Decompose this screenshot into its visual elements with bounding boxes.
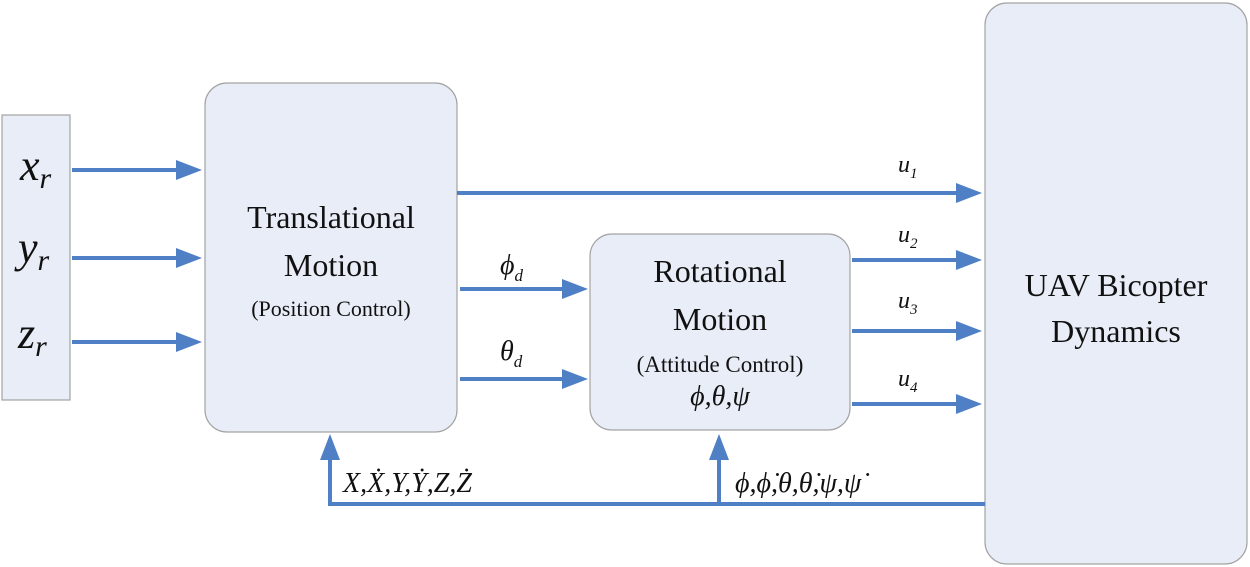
y-ref-arrow: [72, 248, 202, 268]
attitude-states-label: ϕ,θ,ψ: [690, 381, 750, 412]
translational-motion-label: Motion: [284, 247, 378, 283]
attitude-control-label: (Attitude Control): [637, 352, 804, 377]
z-ref-label: zr: [17, 309, 47, 363]
u3-label: u3: [898, 288, 918, 318]
u1-arrow: [457, 183, 982, 203]
translational-motion-block: [204, 82, 458, 433]
u4-label: u4: [898, 366, 918, 396]
theta-d-arrow: [460, 369, 588, 389]
attitude-feedback-label: ϕ,ϕ̇,θ,θ̇,ψ,ψ̇: [735, 468, 869, 499]
plant-dynamics-label: Dynamics: [1051, 313, 1181, 349]
u1-label: u1: [898, 152, 918, 182]
uav-bicopter-dynamics-block: [984, 2, 1248, 565]
u2-label: u2: [898, 222, 918, 252]
x-ref-arrow: [72, 160, 202, 180]
rotational-motion-block: [589, 233, 851, 431]
position-control-label: (Position Control): [251, 296, 411, 321]
reference-input-block: [1, 114, 71, 401]
u4-arrow: [852, 394, 982, 414]
phi-d-label: ϕd: [500, 250, 524, 285]
x-ref-label: xr: [19, 141, 52, 195]
u3-arrow: [852, 321, 982, 341]
z-ref-arrow: [72, 332, 202, 352]
phi-d-arrow: [460, 279, 588, 299]
translational-title: Translational: [247, 199, 415, 235]
feedback-path: [320, 434, 985, 506]
rotational-motion-label: Motion: [673, 301, 767, 337]
plant-title: UAV Bicopter: [1025, 267, 1208, 303]
theta-d-label: θd: [500, 336, 523, 371]
y-ref-label: yr: [14, 223, 50, 277]
position-feedback-label: X,Ẋ,Y,Ẏ,Z,Ż: [342, 468, 472, 499]
u2-arrow: [852, 250, 982, 270]
rotational-title: Rotational: [653, 253, 786, 289]
